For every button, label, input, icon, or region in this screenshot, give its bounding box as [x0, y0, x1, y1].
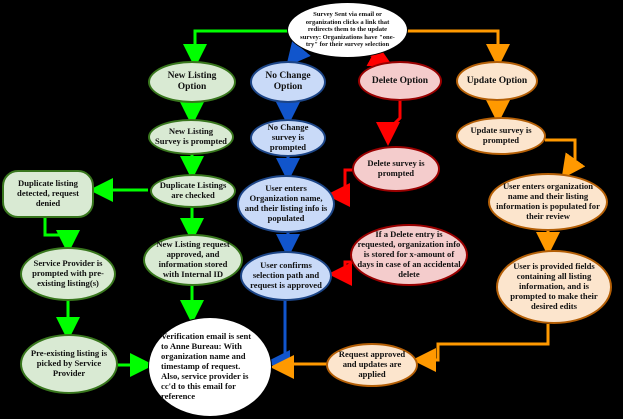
user-enters-organization-review-node: User enters organization name and their …: [488, 173, 608, 231]
delete-survey-node: Delete survey is prompted: [352, 146, 440, 192]
connector-confirm-to-verification: [266, 300, 290, 374]
connector-delete-to-survey: [376, 100, 402, 146]
connector-survey-to-no-change: [286, 40, 311, 67]
duplicate-checked-node: Duplicate Listings are checked: [150, 174, 236, 208]
no-change-option-node: No Change Option: [250, 61, 326, 103]
new-listing-survey-node: New Listing Survey is prompted: [148, 119, 234, 155]
survey-sent-node: Survey Sent via email or organization cl…: [287, 2, 408, 58]
new-listing-option-node: New Listing Option: [148, 61, 236, 103]
connector-fields-to-approved: [412, 324, 550, 372]
no-change-survey-node: No Change survey is prompted: [250, 119, 326, 157]
connector-delete-survey-to-enter: [326, 168, 352, 207]
connector-approved-to-verification: [270, 355, 330, 379]
duplicate-denied-node: Duplicate listing detected, request deni…: [2, 170, 94, 218]
connector-update-survey-to-enter: [545, 138, 586, 179]
connector-survey-to-new-listing: [183, 29, 288, 68]
delete-note-node: If a Delete entry is requested, organiza…: [350, 224, 468, 286]
update-survey-node: Update survey is prompted: [456, 117, 546, 155]
user-confirms-node: User confirms selection path and request…: [240, 251, 332, 301]
delete-option-node: Delete Option: [358, 61, 442, 101]
preexisting-picked-node: Pre-existing listing is picked by Servic…: [20, 334, 118, 394]
connector-survey-to-update: [405, 29, 510, 68]
new-listing-approved-node: New Listing request approved, and inform…: [143, 234, 243, 286]
update-option-node: Update Option: [456, 61, 538, 101]
user-provided-fields-node: User is provided fields containing all l…: [496, 250, 612, 324]
connector-denied-to-service-provider: [43, 218, 80, 254]
request-approved-node: Request approved and updates are applied: [326, 343, 418, 387]
user-enters-organization-node: User enters Organization name, and their…: [237, 175, 335, 233]
service-provider-prompted-node: Service Provider is prompted with pre-ex…: [20, 247, 116, 301]
verification-email-node: Verification email is sent to Anne Burea…: [148, 317, 272, 417]
